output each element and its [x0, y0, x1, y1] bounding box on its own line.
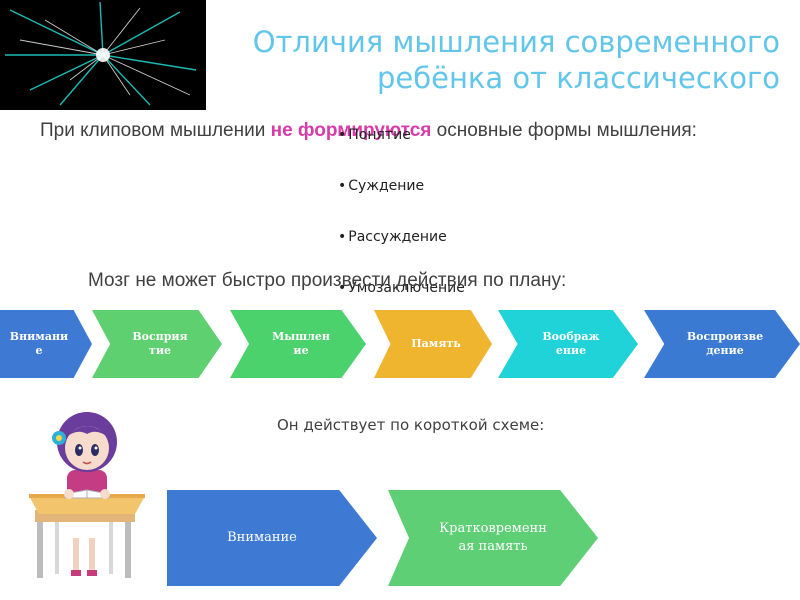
plan-step-thinking: Мышление [230, 310, 366, 378]
plan-step-attention: Внимание [0, 310, 92, 378]
starfield-image [0, 0, 206, 110]
plan-step-perception: Восприятие [92, 310, 222, 378]
plan-step-reproduction: Воспроизведение [644, 310, 800, 378]
form-item: Суждение [338, 176, 538, 227]
form-item: Умозаключение [338, 278, 538, 329]
thinking-forms-list: Понятие Суждение Рассуждение Умозаключен… [338, 125, 538, 329]
slide-title: Отличия мышления современного ребёнка от… [252, 25, 780, 95]
plan-step-imagination: Воображение [498, 310, 638, 378]
brain-text: Мозг не может быстро произвести действия… [88, 270, 567, 291]
form-item: Рассуждение [338, 227, 538, 278]
plan-step-memory: Память [374, 310, 492, 378]
intro-before: При клиповом мышлении [40, 120, 271, 141]
short-step-attention: Внимание [167, 490, 377, 586]
short-step-short-memory: Кратковременная память [388, 490, 598, 586]
form-item: Понятие [338, 125, 538, 176]
short-scheme-text: Он действует по короткой схеме: [277, 416, 545, 434]
girl-at-desk-illustration [25, 398, 150, 588]
